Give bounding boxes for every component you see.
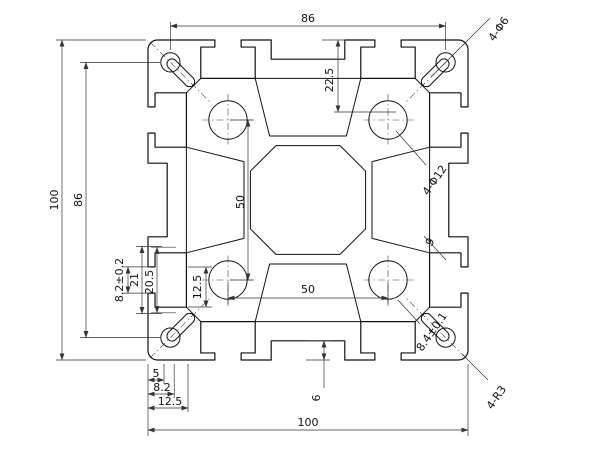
dim-slot-depth: 12.5 (188, 266, 212, 308)
dim-edge-5-label: 5 (153, 367, 160, 380)
dim-core-offset: 22.5 (322, 39, 396, 113)
dim-edge-8-2: 8.2 (147, 364, 175, 398)
dim-slot-outer-label: 21 (128, 273, 141, 287)
leader-line (461, 353, 489, 381)
dim-edge-8-2-label: 8.2 (153, 381, 171, 394)
dim-slot-opening: 8.2±0.2 (113, 258, 150, 302)
leader-line (397, 299, 421, 325)
dim-slot-outer: 21 (128, 246, 162, 314)
dim-core-spacing-v-label: 50 (234, 195, 247, 209)
dim-recess-depth: 6 (306, 340, 330, 402)
dim-side-height-label: 86 (72, 193, 85, 207)
dim-overall-width: 100 (147, 364, 469, 436)
dim-overall-height: 100 (48, 39, 146, 361)
dim-core-spacing-v: 50 (230, 119, 254, 281)
dim-top-width-label: 86 (301, 12, 315, 25)
dim-slot-channel-label: 20.5 (143, 270, 156, 295)
dim-slot-opening-label: 8.2±0.2 (113, 258, 126, 302)
dim-core-spacing-h-label: 50 (301, 283, 315, 296)
dim-core-spacing-h: 50 (227, 282, 389, 304)
dim-recess-depth-label: 6 (310, 395, 323, 402)
dim-side-height: 86 (72, 62, 160, 338)
dim-slot-channel: 20.5 (143, 246, 176, 314)
dim-overall-height-label: 100 (48, 190, 61, 211)
leader-line (430, 17, 491, 78)
dim-edge-5: 5 (147, 364, 165, 436)
dim-overall-width-label: 100 (298, 416, 319, 429)
dim-edge-12-5: 12.5 (147, 364, 189, 412)
dim-edge-12-5-label: 12.5 (158, 395, 183, 408)
dim-slot-depth-label: 12.5 (191, 275, 204, 300)
leader-line (423, 235, 447, 261)
dim-core-offset-label: 22.5 (323, 68, 336, 93)
dim-top-width: 86 (170, 12, 446, 50)
leader-line (395, 130, 427, 166)
